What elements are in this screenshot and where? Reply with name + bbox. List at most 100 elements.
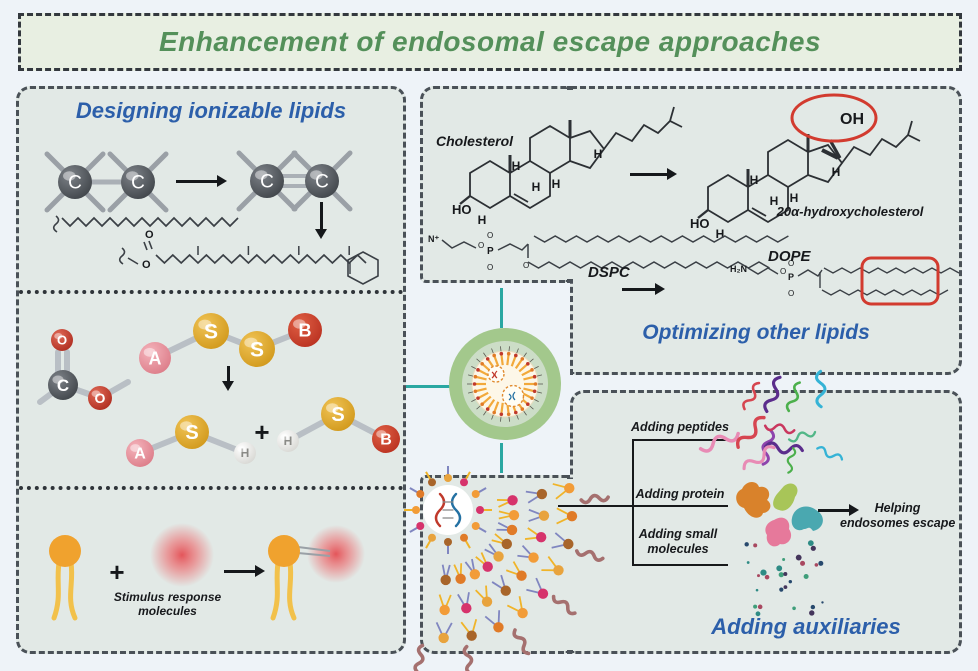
cargo-b-atom [372,425,400,453]
rna-squiggle [491,370,498,379]
bracket-rule-peptides [632,439,728,441]
stereo-h-labels: H H H H H [716,165,841,241]
o-label: O [788,289,794,298]
svg-text:H: H [241,446,250,460]
panel-seam-patch [566,479,575,650]
bracket-rule-small-molecules [632,564,728,566]
carbon-atom [58,165,92,199]
svg-text:H: H [770,194,779,208]
connector-top [500,288,503,328]
adding-peptides-label: Adding peptides [631,420,729,434]
bond-sticks [44,150,353,213]
o-label: O [788,259,794,268]
atom-letter: C [260,172,274,193]
atom-letters: O C O A S S B A S H H S B + [57,320,392,462]
small-molecules-line2: molecules [647,542,709,556]
ester-oxygen: O [142,259,151,271]
svg-text:B: B [299,320,312,340]
carbon-double-bond-art: C C C C O O [44,150,379,285]
ionizable-heading: Designing ionizable lipids [75,98,347,123]
stimulus-molecule-glow [307,525,365,583]
svg-text:A: A [149,348,162,368]
cargo-b-atom [288,313,322,347]
sulfur-atom [321,397,355,431]
cyclohexene-ring [347,251,379,285]
disulfide-cleavage-art: O C O A S S B A S H H S B + [37,313,400,467]
cargo-vesicle [487,365,505,383]
stimulus-caption-line1: Stimulus response [113,590,222,604]
sulfur-atom [175,415,209,449]
oxygen-atom [51,329,73,351]
helping-escape-arrow [818,504,859,516]
stimulus-caption-line2: molecules [138,604,197,618]
oh-label: OH [840,111,864,128]
divider-disulfide-stimulus [19,486,403,490]
lipid-head [268,535,300,567]
svg-text:H: H [832,165,841,179]
protein-blob-pink [765,517,792,547]
lnp-cutaway-art [404,466,610,671]
svg-text:H: H [284,434,293,448]
optimizing-heading: Optimizing other lipids [642,321,870,344]
adding-protein-label: Adding protein [635,487,725,501]
carbon-atom [305,164,339,198]
hydrogen-atom [277,430,299,452]
chain-cut-mark [52,215,60,233]
atom-letter: C [68,173,82,194]
hydroxycholesterol-structure: HO OH H H H H H [690,93,922,241]
amine-label: H₂N [730,264,747,274]
panel-seam-patch [566,90,575,279]
p-label: P [788,272,794,282]
o-label: O [523,261,529,270]
lnp-medallion [449,328,561,440]
protein-blob-orange [736,481,771,518]
hydroxyl-label: HO [452,202,472,217]
protein-blob-green [773,483,798,511]
divider-ionizable-disulfide [19,290,403,294]
connector-bottom [500,443,503,473]
svg-text:O: O [95,390,106,406]
svg-text:H: H [790,191,799,205]
o-label: O [478,241,484,250]
adding-small-molecules-label: Adding small molecules [616,527,740,557]
dspc-label: DSPC [588,264,630,281]
cholesterol-label: Cholesterol [436,133,514,149]
peptides-art [698,369,844,474]
oxygen-atom [88,386,112,410]
amine-label: N⁺ [428,234,439,244]
o-label: O [487,263,493,272]
p-label: P [487,246,494,257]
svg-text:S: S [204,320,218,343]
outcome-caption: Helping endosomes escape [840,501,955,531]
dspc-to-dope-arrow [622,283,665,295]
cargo-a-atom [139,342,171,374]
protein-blob-teal [791,506,823,531]
plus-sign: + [254,417,269,447]
hydroxycholesterol-label: 20α-hydroxycholesterol [776,204,924,219]
lipid-head [49,535,81,567]
svg-text:S: S [185,422,198,444]
reaction-arrow-down [315,202,327,239]
lnp-lipid-shell [467,346,543,422]
o-label: O [487,231,493,240]
panel-adding-auxiliaries-main [570,390,962,654]
svg-text:H: H [716,227,725,241]
stimulus-molecule-glow [150,523,214,587]
svg-text:H: H [512,159,521,173]
connector-left [406,385,450,388]
svg-text:H: H [532,180,541,194]
svg-text:A: A [134,446,146,463]
stimulus-response-art: + [49,523,365,621]
plus-sign: + [109,557,124,587]
lipid-tails [51,560,297,621]
hydrogen-atom [234,442,256,464]
cargo-a-atom [126,439,154,467]
bracket-rule-protein [558,505,728,507]
reaction-arrow [176,175,227,187]
outcome-line1: Helping [874,501,921,515]
outcome-line2: endosomes escape [840,516,956,530]
sulfur-atom [239,331,275,367]
dspc-structure: N⁺ O P O O O [428,231,789,272]
figure-title: Enhancement of endosomal escape approach… [158,26,822,57]
svg-text:S: S [250,338,264,361]
